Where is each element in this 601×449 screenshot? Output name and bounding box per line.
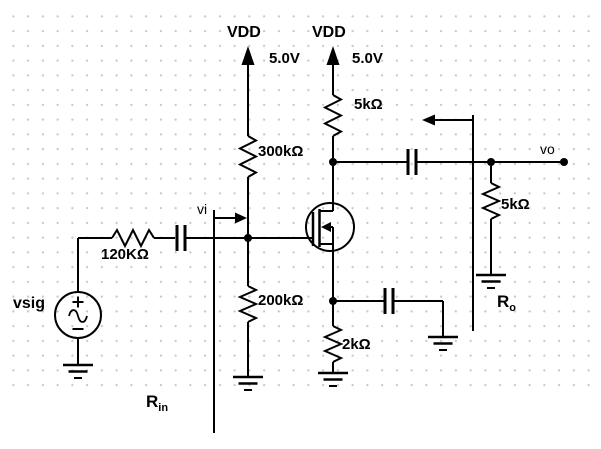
- node-dot-drain: [329, 158, 337, 166]
- capacitor-input-symbol: [175, 225, 187, 251]
- rin-indicator: [213, 210, 247, 433]
- vsig-label: vsig: [13, 295, 46, 312]
- vi-label: vi: [197, 201, 208, 217]
- ground-icon-source: [318, 371, 348, 387]
- vdd-label-left: VDD: [227, 24, 261, 41]
- ac-source-symbol: [54, 291, 102, 339]
- resistor-2k-label: 2kΩ: [342, 336, 371, 353]
- resistor-200k-symbol: [237, 285, 259, 323]
- ro-arrow-icon: [422, 114, 435, 126]
- vdd-arrow-left-icon: [241, 46, 255, 136]
- ground-icon-bias: [233, 375, 263, 391]
- ro-indicator: [422, 114, 474, 331]
- resistor-5k-load-label: 5kΩ: [501, 196, 530, 213]
- vdd-arrow-right-icon: [326, 46, 340, 95]
- mosfet-body-arrow-icon: [321, 222, 331, 232]
- plus-icon: [72, 296, 84, 308]
- resistor-5k-drain-label: 5kΩ: [354, 96, 383, 113]
- ground-icon-load: [476, 273, 506, 289]
- capacitor-bypass-symbol: [383, 288, 395, 314]
- vo-label: vo: [540, 141, 555, 157]
- resistor-200k-label: 200kΩ: [258, 292, 304, 309]
- resistor-120k-symbol: [111, 227, 155, 249]
- ground-icon-vsig: [63, 363, 93, 379]
- supply-voltage-right: 5.0V: [352, 50, 383, 67]
- resistor-120k-label: 120KΩ: [101, 246, 149, 263]
- resistor-5k-drain-symbol: [322, 94, 344, 137]
- node-dot-gate: [244, 234, 252, 242]
- node-dot-load: [487, 158, 495, 166]
- vdd-label-right: VDD: [312, 24, 346, 41]
- nmos-transistor-symbol: [305, 202, 355, 301]
- resistor-300k-symbol: [237, 135, 259, 178]
- resistor-5k-load-symbol: [480, 182, 502, 220]
- supply-voltage-left: 5.0V: [269, 50, 300, 67]
- node-dot-source: [329, 297, 337, 305]
- rin-label: Rin: [146, 392, 169, 414]
- capacitor-output-symbol: [406, 149, 418, 175]
- resistor-2k-symbol: [322, 325, 344, 363]
- sine-icon: [68, 309, 88, 323]
- ro-label: Ro: [497, 292, 517, 314]
- resistor-300k-label: 300kΩ: [258, 143, 304, 160]
- ground-icon-bypass: [428, 335, 458, 351]
- node-dot-vo-terminal: [560, 158, 568, 166]
- vi-arrow-icon: [235, 212, 247, 224]
